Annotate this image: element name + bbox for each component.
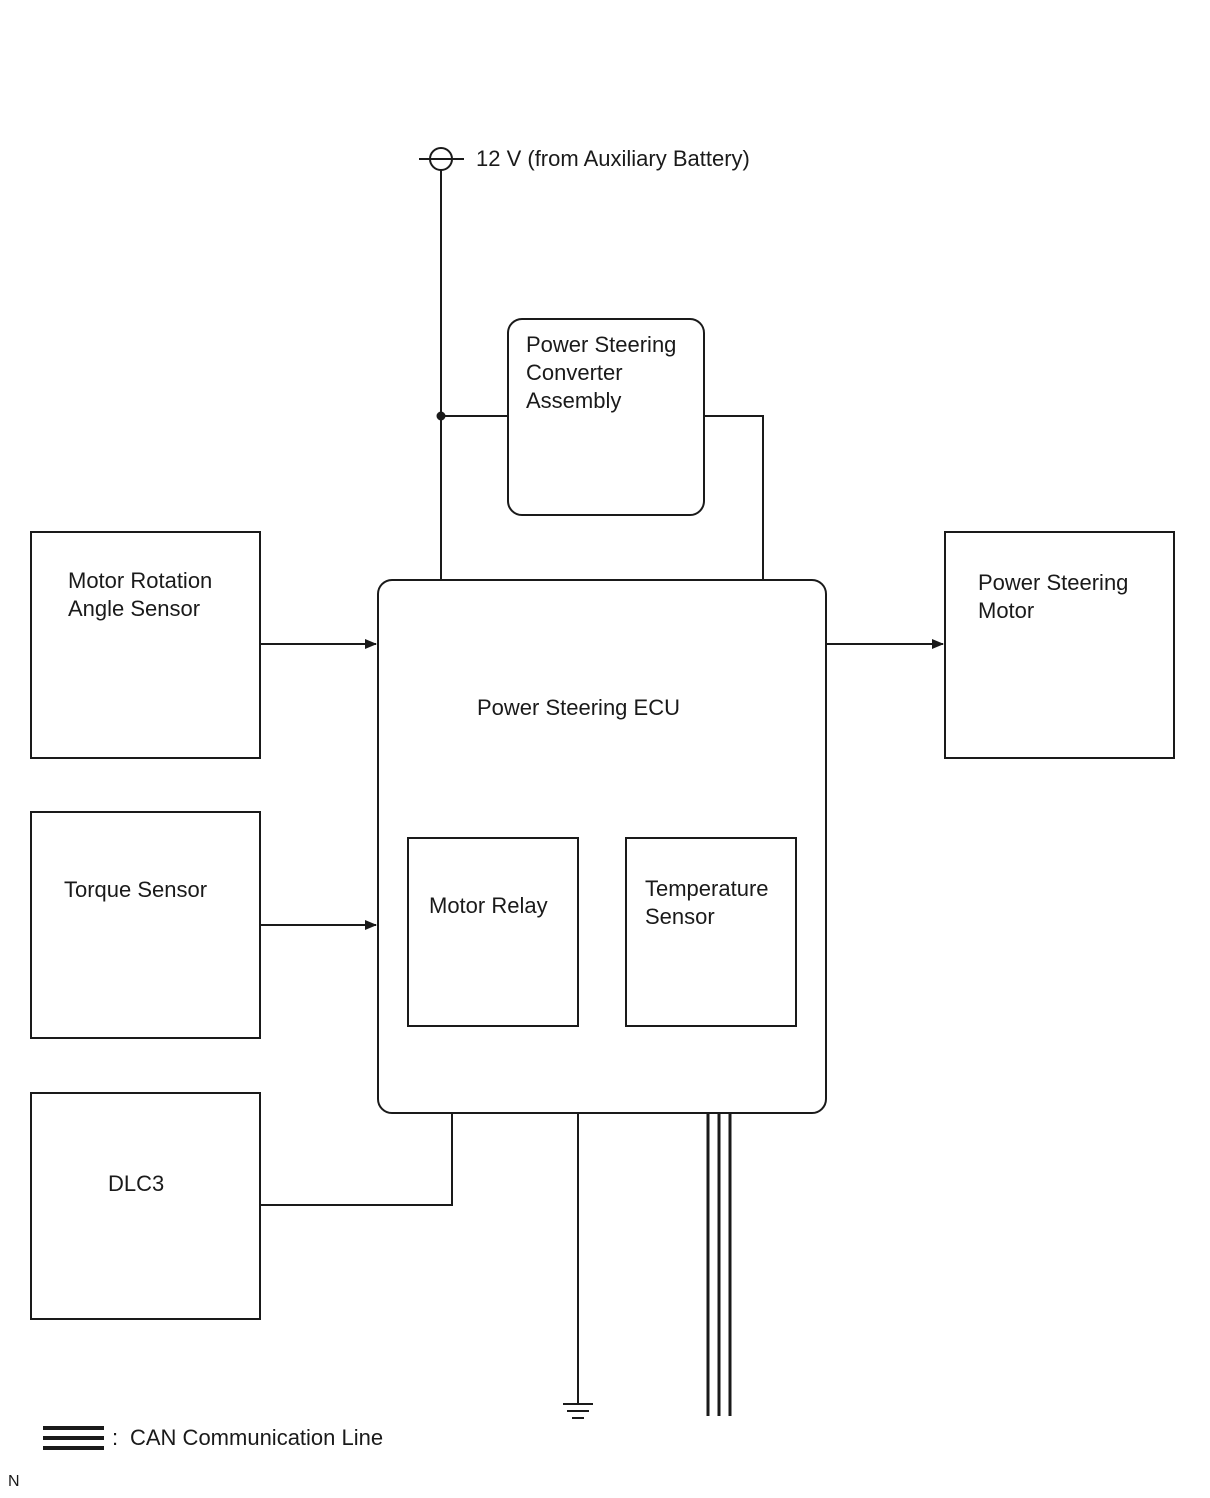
dlc3-label: DLC3 [108,1171,165,1196]
converter-label: Power Steering Converter Assembly [526,332,677,413]
ecu-block [377,579,827,1114]
motor-relay-block [407,837,579,1027]
ecu-label: Power Steering ECU [477,695,680,720]
motor-rotation-angle-sensor-block [30,531,261,759]
motor-rotation-angle-sensor-label: Motor Rotation Angle Sensor [68,568,213,621]
converter-block [507,318,705,516]
converter-output-line [704,415,764,580]
temperature-sensor-label: Temperature Sensor [645,876,769,929]
power-steering-motor-block [944,531,1175,759]
power-supply-label: 12 V (from Auxiliary Battery) [476,146,750,171]
junction-dot [436,411,446,421]
dlc3-block [30,1092,261,1320]
power-steering-motor-label: Power Steering Motor [978,570,1129,623]
footer-code: N [8,1473,20,1490]
motor-relay-label: Motor Relay [429,893,548,918]
legend-label: CAN Communication Line [130,1425,384,1450]
torque-sensor-label: Torque Sensor [64,877,208,902]
power-supply-terminal-icon [419,147,464,171]
dlc3-line [260,1113,453,1206]
torque-sensor-block [30,811,261,1039]
ground-icon [563,1403,593,1419]
legend-separator: : [112,1425,119,1450]
can-communication-line [706,1113,732,1416]
temperature-sensor-block [625,837,797,1027]
can-line-legend-icon [43,1426,104,1450]
